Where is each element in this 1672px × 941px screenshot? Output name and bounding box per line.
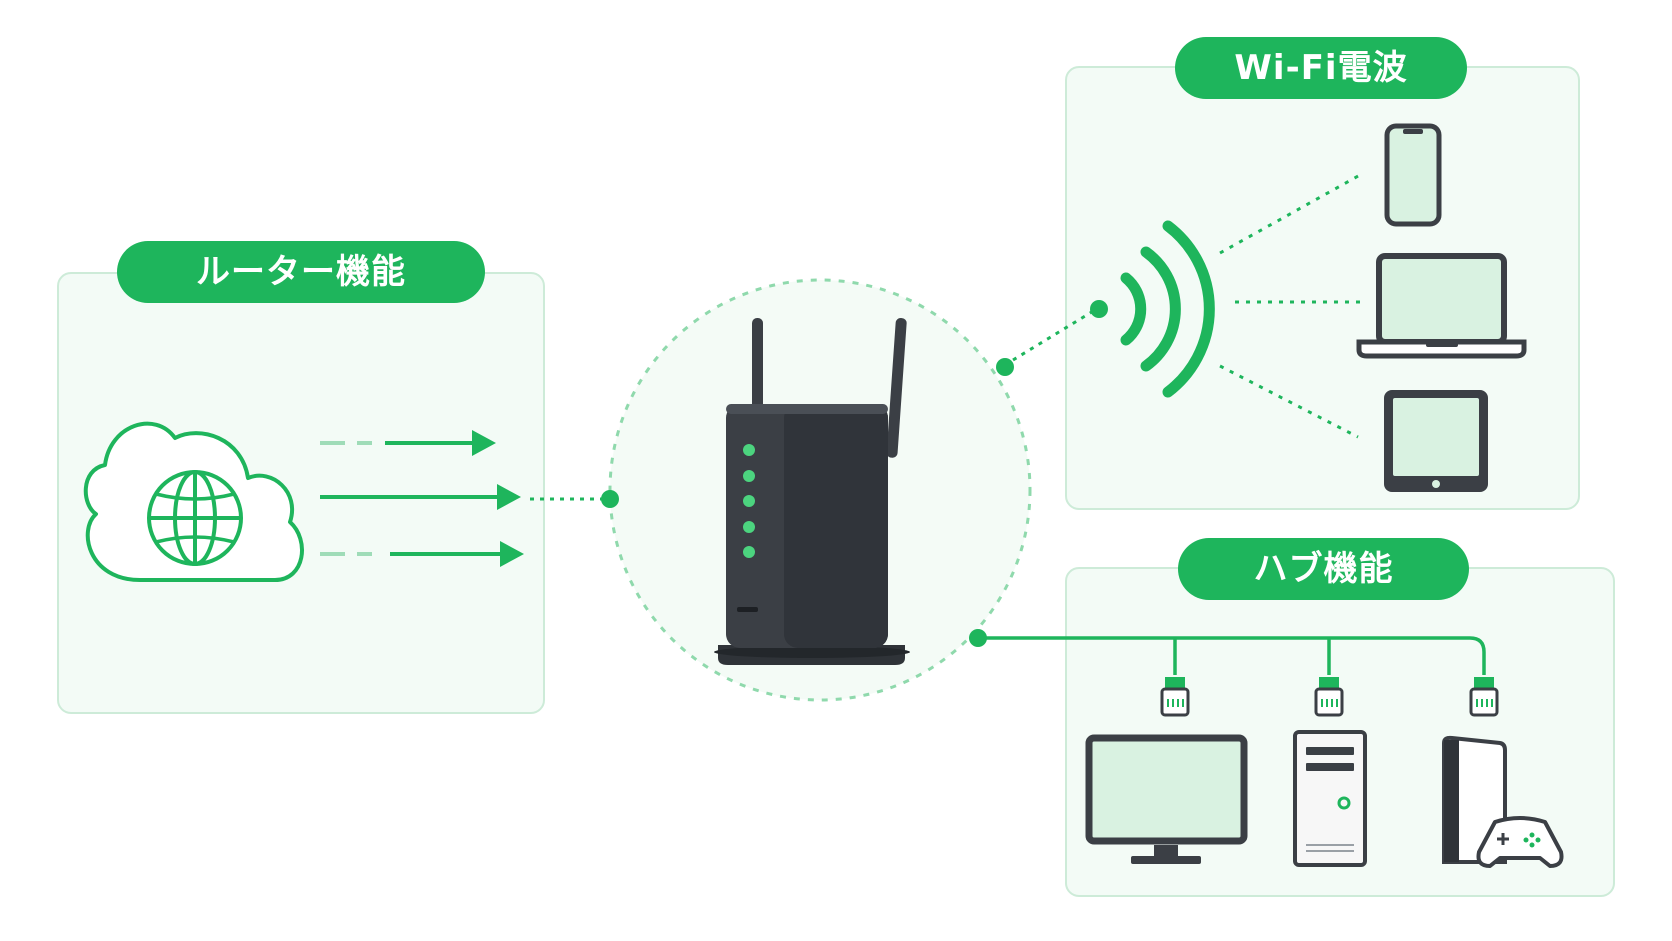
smartphone-icon	[1384, 123, 1442, 227]
wifi-waves-icon	[996, 220, 1215, 398]
tablet-icon	[1384, 390, 1488, 492]
lan-plug-icon	[1314, 677, 1344, 717]
hub-wiring	[969, 629, 1486, 675]
internet-link	[530, 490, 619, 508]
lan-plug-icon	[1160, 677, 1190, 717]
laptop-icon	[1356, 253, 1527, 359]
game-console-icon	[1442, 735, 1564, 868]
led-5	[743, 546, 755, 558]
router-function-label: ルーター機能	[117, 241, 485, 303]
data-flow-arrows	[320, 430, 524, 567]
led-1	[743, 444, 755, 456]
monitor-icon	[1085, 734, 1248, 864]
hub-function-label: ハブ機能	[1178, 538, 1469, 600]
wifi-rays	[1219, 173, 1361, 439]
desktop-tower-icon	[1293, 730, 1367, 867]
lan-plug-icon	[1469, 677, 1499, 717]
cloud-globe-icon	[83, 421, 304, 582]
wireless-router-icon	[714, 317, 910, 665]
led-2	[743, 470, 755, 482]
led-3	[743, 495, 755, 507]
wifi-label: Wi-Fi電波	[1175, 37, 1467, 99]
led-4	[743, 521, 755, 533]
